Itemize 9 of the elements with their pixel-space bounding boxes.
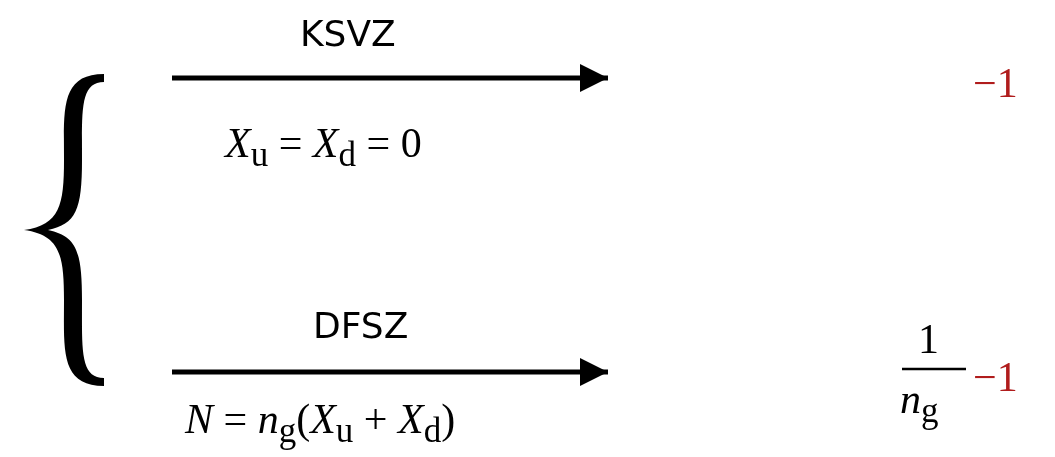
equation: X$_{u}$ = X$_{d}$ = 0 <box>225 122 422 173</box>
fraction-denominator: n$_{g}$ <box>900 378 939 429</box>
value: −1 <box>973 356 1018 398</box>
curly-brace <box>24 74 104 386</box>
fraction-numerator: 1 <box>918 318 939 360</box>
equation: N = n$_{g}$(X$_{u}$ + X$_{d}$) <box>185 398 456 449</box>
model-name: KSVZ <box>300 16 396 52</box>
model-name: DFSZ <box>313 308 409 344</box>
value: −1 <box>973 62 1018 104</box>
